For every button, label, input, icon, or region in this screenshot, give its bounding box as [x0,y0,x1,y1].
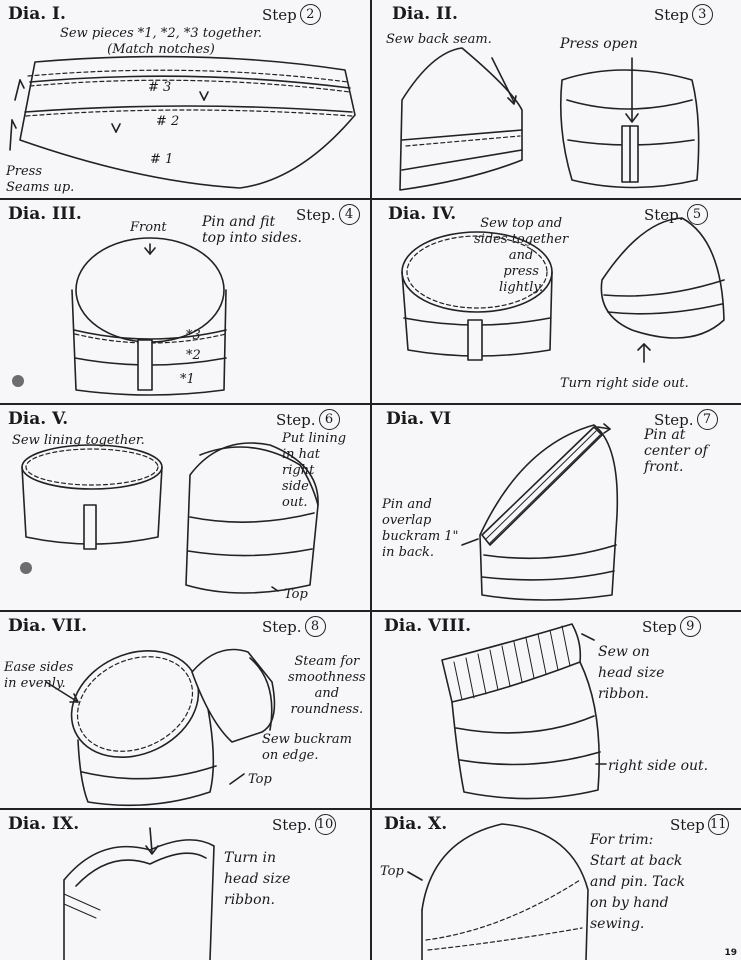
turn-ribbon-note: Turn in head size ribbon. [224,850,291,908]
panel-dia-1: Dia. I. Step 2 Sew pieces *1, *2, *3 tog… [0,0,372,200]
panel-dia-10: Dia. X. Step 11 For trim: Start at back … [372,810,741,960]
step-label: Step. [272,815,312,834]
step-label: Step. [654,410,694,429]
step-number: 10 [314,814,336,835]
diagram-number: Dia. VI [386,409,452,429]
piece-label: # 1 [150,152,174,167]
steaming-drawing [45,648,276,807]
step-label: Step. [262,617,302,636]
diagram-number: Dia. III. [8,204,82,224]
top-label: Top [248,772,272,787]
step-number: 4 [338,204,360,225]
step-indicator: Step. 8 [262,616,326,637]
step-indicator: Step 3 [654,4,713,25]
step-label: Step [642,617,677,636]
trim-drawing [407,823,589,960]
step-number: 7 [696,409,718,430]
piece-label: # 2 [156,114,180,129]
step-label: Step [670,815,705,834]
piece-label: *3 [186,328,201,343]
step-indicator: Step 11 [670,814,729,835]
step-label: Step [654,5,689,24]
panel-dia-2: Dia. II. Step 3 Sew back seam. Press ope… [372,0,741,200]
step-indicator: Step 2 [262,4,321,25]
diagram-number: Dia. X. [384,814,448,834]
step-indicator: Step. 6 [276,409,340,430]
sewn-pieces-drawing [9,55,356,189]
press-note: Press Seams up. [6,164,75,195]
panel-dia-5: Dia. V. Step. 6 Sew lining together. Put… [0,405,372,612]
diagram-number: Dia. VII. [8,616,88,636]
pin-center-note: Pin at center of front. [644,427,708,475]
step-indicator: Step. 10 [272,814,336,835]
sewn-back-seam-drawing [399,47,700,191]
panel-dia-3: Dia. III. Step. 4 Pin and fit top into s… [0,200,372,405]
top-label: Top [284,587,308,602]
step-label: Step. [276,410,316,429]
sew-lining-note: Sew lining together. [12,433,145,448]
step-number: 11 [707,814,729,835]
diagram-number: Dia. V. [8,409,69,429]
buckram-drawing [461,423,619,601]
step-number: 5 [686,204,708,225]
piece-label: *2 [186,348,201,363]
step-number: 3 [691,4,713,25]
ribbon-drawing [441,623,607,800]
piece-label: # 3 [148,80,172,95]
instruction-text: Sew pieces *1, *2, *3 together. (Match n… [59,26,263,57]
binder-hole-icon [20,562,32,574]
step-indicator: Step. 7 [654,409,718,430]
turned-ribbon-drawing [63,827,215,960]
right-side-note: right side out. [608,758,709,774]
diagram-number: Dia. I. [8,4,66,24]
piece-label: *1 [180,372,195,387]
panel-dia-9: Dia. IX. Step. 10 Turn in head size ribb… [0,810,372,960]
diagram-number: Dia. VIII. [384,616,472,636]
panel-dia-4: Dia. IV. Step. 5 Sew top and sides toget… [372,200,741,405]
pin-overlap-note: Pin and overlap buckram 1" in back. [382,497,459,560]
diagram-number: Dia. II. [392,4,458,24]
step-indicator: Step 9 [642,616,701,637]
turn-note: Turn right side out. [560,376,689,391]
sew-top-note: Sew top and sides together and press lig… [474,216,569,295]
lining-drawing [21,442,319,594]
step-label: Step. [296,205,336,224]
step-label: Step [262,5,297,24]
step-indicator: Step. 4 [296,204,360,225]
diagram-number: Dia. IX. [8,814,80,834]
step-number: 8 [304,616,326,637]
panel-dia-8: Dia. VIII. Step 9 Sew on head size ribbo… [372,612,741,810]
step-number: 6 [318,409,340,430]
step-number: 2 [299,4,321,25]
panel-dia-6: Dia. VI Step. 7 Pin at center of front. … [372,405,741,612]
front-label: Front [130,220,167,235]
pin-fit-note: Pin and fit top into sides. [202,214,303,246]
top-label: Top [380,864,404,879]
steam-note: Steam for smoothness and roundness. [288,654,366,717]
panel-dia-7: Dia. VII. Step. 8 Ease sides in evenly. … [0,612,372,810]
sew-ribbon-note: Sew on head size ribbon. [598,644,665,702]
diagram-number: Dia. IV. [388,204,457,224]
press-note: Press open [560,36,638,52]
trim-note: For trim: Start at back and pin. Tack on… [590,832,686,932]
page-number: 19 [724,948,737,958]
binder-hole-icon [12,375,24,387]
step-number: 9 [679,616,701,637]
top-fitted-drawing [71,237,227,396]
sew-buckram-note: Sew buckram on edge. [262,732,353,763]
sewn-top-drawing [401,217,725,363]
sew-note: Sew back seam. [386,32,492,47]
ease-sides-note: Ease sides in evenly. [4,660,74,691]
